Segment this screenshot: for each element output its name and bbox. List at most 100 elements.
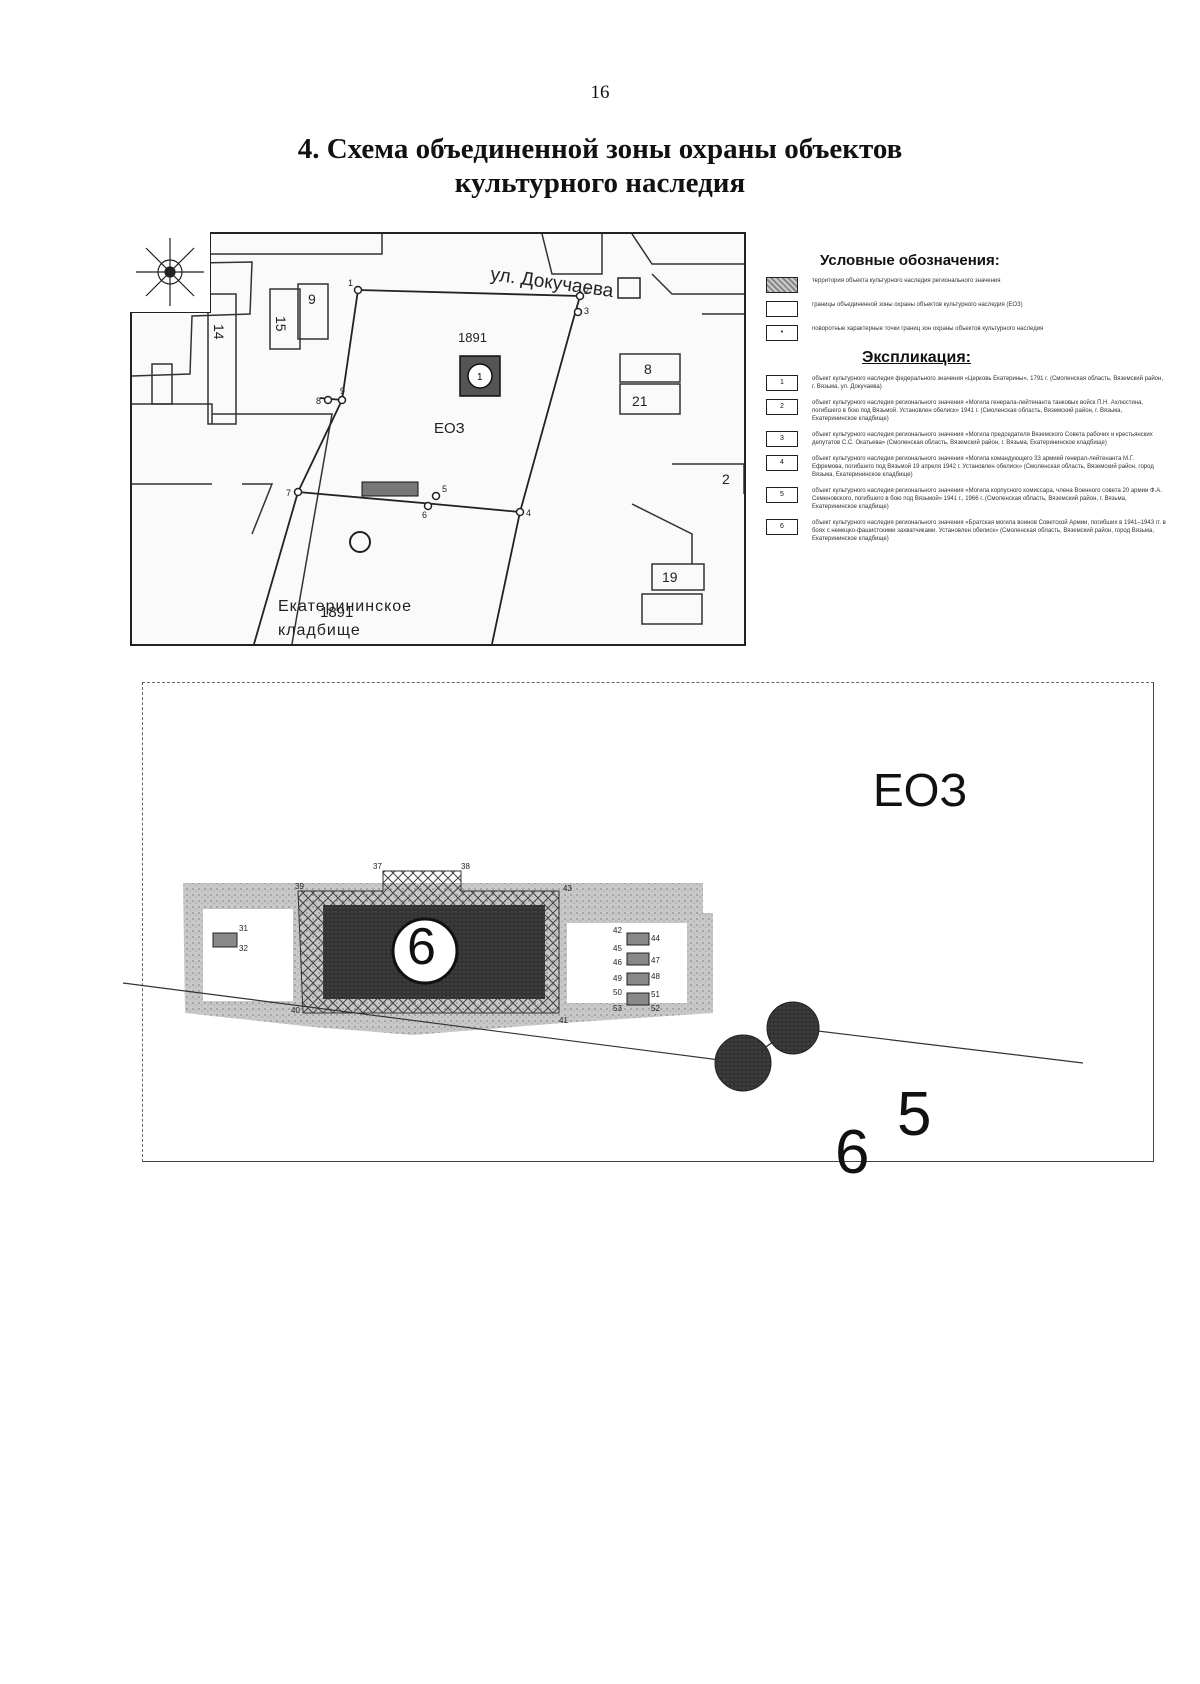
explication-text: объект культурного наследия региональног… (812, 488, 1162, 510)
point-label-52: 52 (651, 1004, 660, 1013)
point-label-46: 46 (613, 958, 622, 967)
legend-swatch-points: • (766, 325, 798, 341)
map-marker (617, 277, 641, 299)
graves-strip (361, 481, 419, 497)
map-year-bottom: 1891 (320, 604, 354, 621)
house-number-14: 14 (211, 324, 227, 340)
boundary-point-9 (337, 395, 347, 405)
legend-item-text: территория объекта культурного наследия … (812, 278, 1001, 284)
monument-6-label: 6 (835, 1118, 870, 1187)
point-label-31: 31 (239, 924, 248, 933)
point-label-8: 8 (316, 396, 321, 406)
point-label-39: 39 (295, 882, 304, 891)
explication-title: Экспликация: (862, 349, 971, 366)
grave-block (212, 932, 238, 948)
legend-item-text: поворотные характерные точки границ зон … (812, 326, 1044, 332)
point-label-1: 1 (348, 278, 353, 288)
house-number-19: 19 (662, 569, 678, 585)
grave-block (626, 992, 650, 1006)
monument-5-label: 5 (897, 1080, 932, 1149)
site-plan-map: 1 2 3 4 5 6 7 8 9 15 9 14 8 21 19 2 1 (130, 232, 746, 646)
boundary-point-4 (515, 507, 525, 517)
explication-number: 5 (766, 487, 798, 503)
point-label-5: 5 (442, 484, 447, 494)
object-6-number: 6 (407, 918, 436, 976)
house-number-2: 2 (722, 471, 730, 487)
house-number-15: 15 (273, 316, 289, 332)
point-label-7: 7 (286, 488, 291, 498)
explication-text: объект культурного наследия региональног… (812, 520, 1166, 542)
detail-zone-label: ЕОЗ (873, 764, 968, 816)
explication-item: 1 объект культурного наследия федерально… (766, 375, 1166, 391)
point-label-2: 2 (584, 286, 589, 296)
point-label-43: 43 (563, 884, 572, 893)
explication-text: объект культурного наследия федерального… (812, 376, 1163, 390)
point-label-50: 50 (613, 988, 622, 997)
explication-text: объект культурного наследия региональног… (812, 400, 1144, 422)
boundary-point-7 (293, 487, 303, 497)
page-number: 16 (590, 82, 610, 103)
boundary-point-5 (431, 491, 441, 501)
site-plan-drawing: 1 2 3 4 5 6 7 8 9 15 9 14 8 21 19 2 1 (132, 234, 744, 644)
legend-item-text: границы объединенной зоны охраны объекто… (812, 302, 1023, 308)
page-title: 4. Схема объединенной зоны охраны объект… (0, 132, 1200, 200)
point-label-51: 51 (651, 990, 660, 999)
point-label-47: 47 (651, 956, 660, 965)
point-label-9: 9 (340, 386, 345, 396)
legend-item: • поворотные характерные точки границ зо… (766, 325, 1166, 341)
legend-swatch-boundary (766, 301, 798, 317)
monument-6 (714, 1034, 772, 1092)
cemetery-monument (349, 531, 371, 553)
explication-item: 6 объект культурного наследия региональн… (766, 519, 1166, 543)
object-number-1: 1 (477, 372, 483, 383)
legend-title: Условные обозначения: (820, 252, 1000, 269)
map-year-top: 1891 (458, 330, 487, 345)
point-label-42: 42 (613, 926, 622, 935)
explication-text: объект культурного наследия региональног… (812, 432, 1153, 446)
object-6-number-circle (391, 917, 459, 985)
explication-item: 4 объект культурного наследия региональн… (766, 455, 1166, 479)
explication-item: 3 объект культурного наследия региональн… (766, 431, 1166, 447)
cemetery-label-line-1: Екатерининское (278, 598, 413, 615)
point-label-44: 44 (651, 934, 660, 943)
point-label-3: 3 (584, 306, 589, 316)
boundary-point-1 (353, 285, 363, 295)
explication-number: 4 (766, 455, 798, 471)
explication-item: 2 объект культурного наследия региональн… (766, 399, 1166, 423)
boundary-point-3 (573, 307, 583, 317)
explication-number: 3 (766, 431, 798, 447)
house-number-9: 9 (308, 291, 316, 307)
grave-block (626, 952, 650, 966)
point-label-41: 41 (559, 1016, 568, 1025)
point-label-53: 53 (613, 1004, 622, 1013)
explication-number: 6 (766, 519, 798, 535)
church-object-1: 1 (459, 355, 501, 397)
house-number-21: 21 (632, 393, 648, 409)
boundary-point-6 (423, 501, 433, 511)
title-line-1: 4. Схема объединенной зоны охраны объект… (297, 133, 903, 165)
detail-drawing: 37 38 39 40 41 42 43 44 45 46 47 48 49 5… (122, 682, 1154, 1187)
explication-text: объект культурного наследия региональног… (812, 456, 1154, 478)
point-label-38: 38 (461, 862, 470, 871)
point-label-32: 32 (239, 944, 248, 953)
explication-item: 5 объект культурного наследия региональн… (766, 487, 1166, 511)
title-line-2: культурного наследия (454, 167, 746, 199)
detail-drawing-svg: 37 38 39 40 41 42 43 44 45 46 47 48 49 5… (122, 862, 1084, 1092)
monument-5 (766, 1001, 820, 1055)
speckled-interior-left (203, 909, 293, 1001)
point-label-49: 49 (613, 974, 622, 983)
legend-item: территория объекта культурного наследия … (766, 277, 1166, 293)
legend-item: границы объединенной зоны охраны объекто… (766, 301, 1166, 317)
point-label-48: 48 (651, 972, 660, 981)
map-zone-label: ЕОЗ (434, 420, 465, 437)
legend-swatch-territory (766, 277, 798, 293)
boundary-point-2 (575, 291, 585, 301)
point-label-4: 4 (526, 508, 531, 518)
map-legend: Условные обозначения: территория объекта… (766, 252, 1166, 543)
cemetery-label-line-2: кладбище (278, 622, 361, 639)
explication-number: 2 (766, 399, 798, 415)
point-label-6: 6 (422, 510, 427, 520)
explication-number: 1 (766, 375, 798, 391)
grave-block (626, 932, 650, 946)
boundary-point-8 (323, 395, 333, 405)
